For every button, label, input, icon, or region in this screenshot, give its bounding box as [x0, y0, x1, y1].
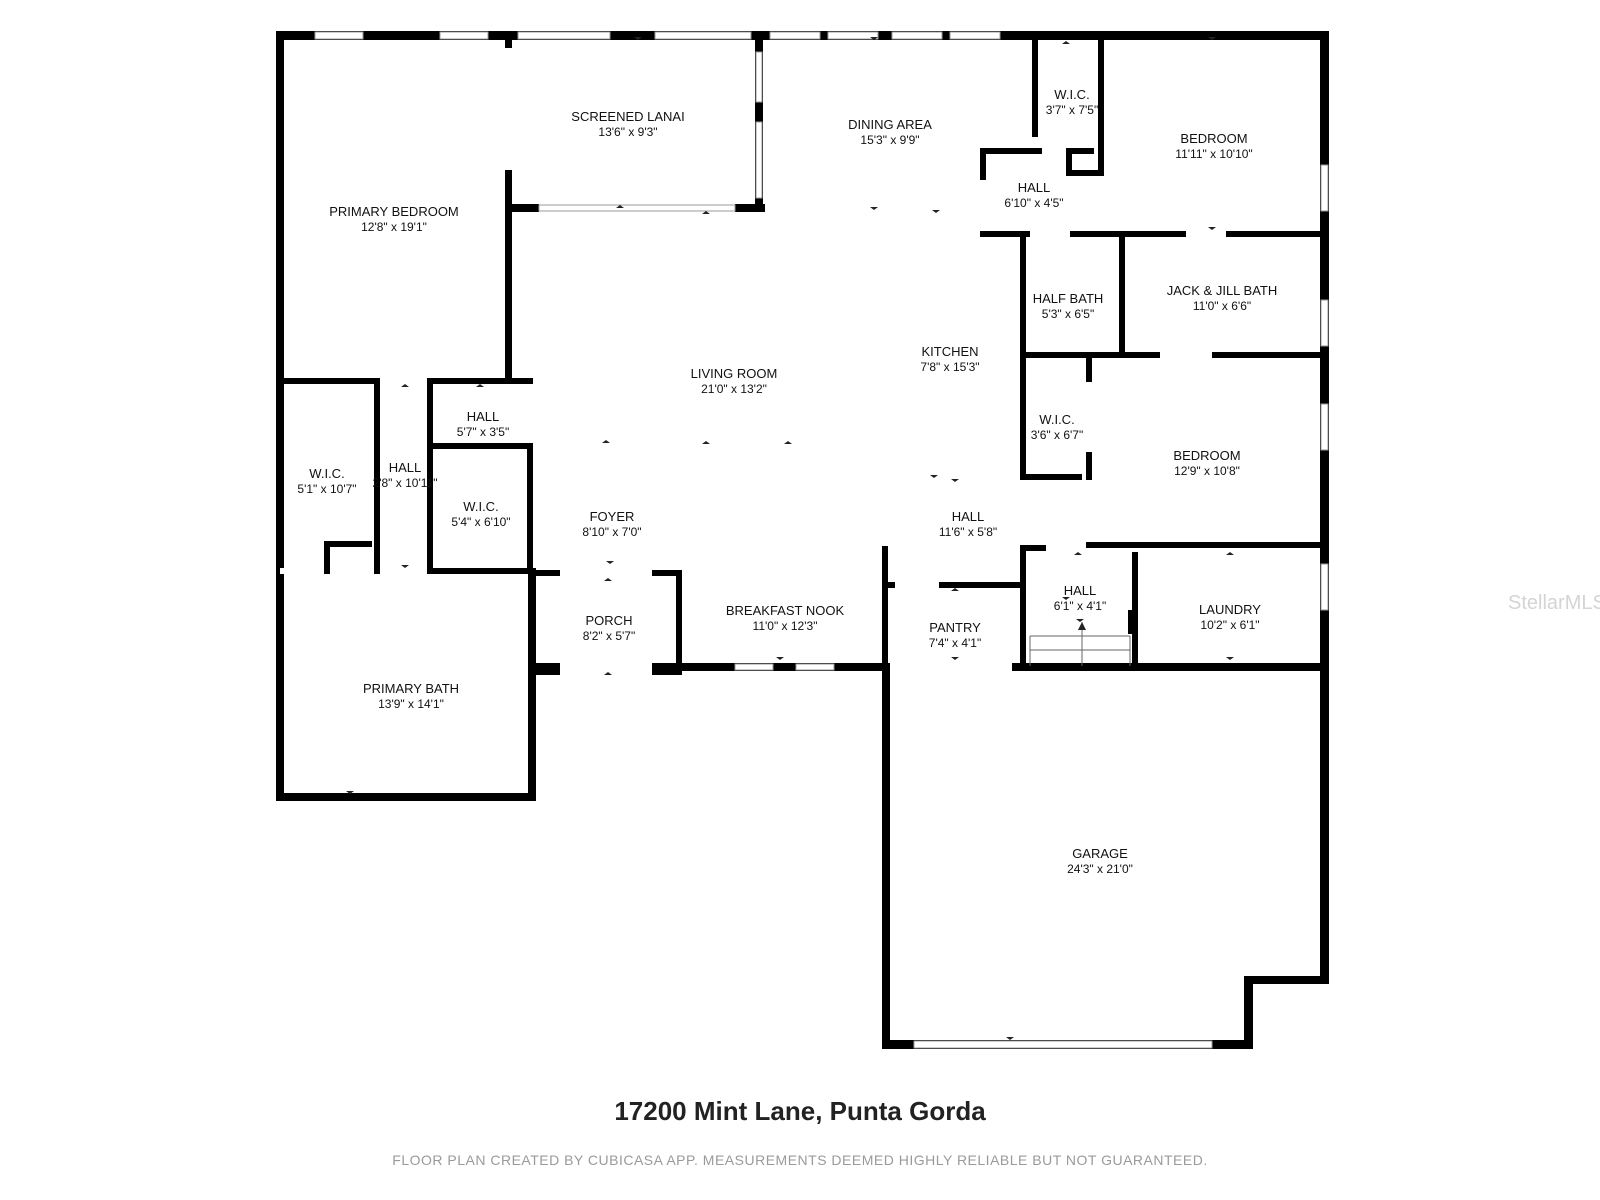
- windows: [314, 31, 1329, 1049]
- room-dims-hall-ne: 6'10" x 4'5": [1004, 196, 1063, 210]
- room-name-wic-west: W.I.C.: [309, 466, 344, 481]
- room-dims-living-room: 21'0" x 13'2": [701, 382, 767, 396]
- room-name-pantry: PANTRY: [929, 620, 981, 635]
- room-dims-hall-west-long: 2'8" x 10'11": [373, 476, 438, 490]
- room-dims-hall-center: 11'6" x 5'8": [939, 525, 997, 539]
- room-name-garage: GARAGE: [1072, 846, 1128, 861]
- room-name-jack-jill-bath: JACK & JILL BATH: [1167, 283, 1278, 298]
- door-openings: [280, 48, 1226, 675]
- room-dims-wic-north: 3'7" x 7'5": [1046, 103, 1098, 117]
- room-labels: PRIMARY BEDROOM 12'8" x 19'1" SCREENED L…: [297, 87, 1277, 876]
- room-name-dining-area: DINING AREA: [848, 117, 932, 132]
- room-name-kitchen: KITCHEN: [921, 344, 978, 359]
- room-dims-bedroom-ne: 11'11" x 10'10": [1175, 147, 1252, 161]
- room-dims-dining-area: 15'3" x 9'9": [860, 133, 919, 147]
- room-dims-laundry: 10'2" x 6'1": [1200, 618, 1259, 632]
- room-name-wic-mid: W.I.C.: [463, 499, 498, 514]
- room-name-primary-bath: PRIMARY BATH: [363, 681, 459, 696]
- room-dims-jack-jill-bath: 11'0" x 6'6": [1193, 299, 1251, 313]
- room-name-wic-north: W.I.C.: [1054, 87, 1089, 102]
- room-dims-hall-se: 6'1" x 4'1": [1054, 599, 1106, 613]
- room-dims-wic-mid: 5'4" x 6'10": [451, 515, 510, 529]
- room-dims-screened-lanai: 13'6" x 9'3": [598, 125, 657, 139]
- room-name-living-room: LIVING ROOM: [691, 366, 778, 381]
- room-name-hall-se: HALL: [1064, 583, 1097, 598]
- room-dims-primary-bedroom: 12'8" x 19'1": [361, 220, 427, 234]
- room-name-hall-west-long: HALL: [389, 460, 422, 475]
- room-name-hall-west-small: HALL: [467, 409, 500, 424]
- room-name-primary-bedroom: PRIMARY BEDROOM: [329, 204, 459, 219]
- room-dims-kitchen: 7'8" x 15'3": [920, 360, 979, 374]
- room-dims-wic-west: 5'1" x 10'7": [297, 482, 356, 496]
- room-dims-primary-bath: 13'9" x 14'1": [378, 697, 444, 711]
- room-name-laundry: LAUNDRY: [1199, 602, 1261, 617]
- room-dims-hall-west-small: 5'7" x 3'5": [457, 425, 509, 439]
- room-dims-wic-east-small: 3'6" x 6'7": [1031, 428, 1083, 442]
- measurement-ticks: [346, 37, 1234, 1040]
- room-name-bedroom-e: BEDROOM: [1173, 448, 1240, 463]
- mls-watermark: StellarMLS: [1508, 592, 1600, 614]
- room-name-breakfast-nook: BREAKFAST NOOK: [726, 603, 845, 618]
- room-dims-half-bath: 5'3" x 6'5": [1042, 307, 1094, 321]
- room-name-hall-center: HALL: [952, 509, 985, 524]
- walls: [276, 31, 1329, 1049]
- room-dims-garage: 24'3" x 21'0": [1067, 862, 1133, 876]
- room-dims-porch: 8'2" x 5'7": [583, 629, 635, 643]
- property-address: 17200 Mint Lane, Punta Gorda: [614, 1096, 986, 1126]
- room-name-screened-lanai: SCREENED LANAI: [571, 109, 684, 124]
- room-name-foyer: FOYER: [590, 509, 635, 524]
- room-name-wic-east-small: W.I.C.: [1039, 412, 1074, 427]
- room-name-half-bath: HALF BATH: [1033, 291, 1104, 306]
- room-name-hall-ne: HALL: [1018, 180, 1051, 195]
- room-dims-bedroom-e: 12'9" x 10'8": [1174, 464, 1240, 478]
- room-dims-foyer: 8'10" x 7'0": [582, 525, 641, 539]
- room-dims-pantry: 7'4" x 4'1": [929, 636, 981, 650]
- room-dims-breakfast-nook: 11'0" x 12'3": [753, 619, 818, 633]
- plan-disclaimer: FLOOR PLAN CREATED BY CUBICASA APP. MEAS…: [392, 1152, 1208, 1168]
- garage-steps: [1029, 622, 1131, 666]
- room-name-bedroom-ne: BEDROOM: [1180, 131, 1247, 146]
- room-name-porch: PORCH: [586, 613, 633, 628]
